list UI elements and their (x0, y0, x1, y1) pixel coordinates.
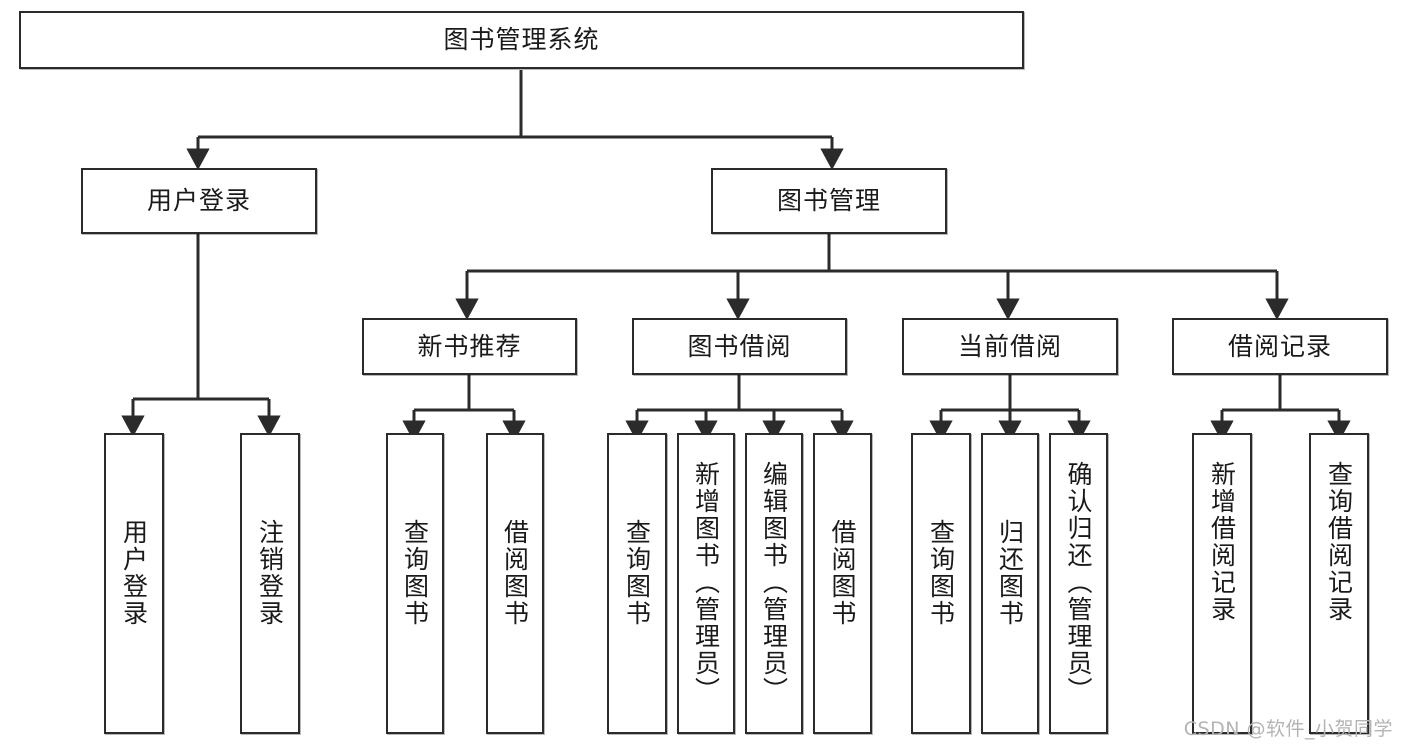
node-label: 借阅图书 (500, 519, 530, 627)
node-label: 用户登录 (146, 186, 251, 216)
leaf-book-borrow-add-book-admin[interactable]: 新增图书（管理员） (677, 433, 735, 734)
watermark-text: CSDN @软件_小贺同学 (1183, 718, 1393, 740)
leaf-book-borrow-edit-book-admin[interactable]: 编辑图书（管理员） (745, 433, 803, 734)
node-label: 查询图书 (622, 519, 652, 627)
node-root-book-management-system[interactable]: 图书管理系统 (19, 11, 1024, 69)
node-label: 新增借阅记录 (1207, 461, 1237, 623)
node-label: 当前借阅 (957, 331, 1062, 361)
leaf-new-book-borrow-book[interactable]: 借阅图书 (486, 433, 544, 734)
leaf-book-borrow-borrow-book[interactable]: 借阅图书 (813, 433, 872, 734)
node-current-borrow[interactable]: 当前借阅 (902, 318, 1118, 375)
node-label: 图书管理 (776, 186, 881, 216)
node-borrow-record[interactable]: 借阅记录 (1172, 318, 1388, 375)
node-label: 借阅图书 (828, 519, 857, 627)
leaf-borrow-record-add-record[interactable]: 新增借阅记录 (1192, 433, 1252, 734)
leaf-current-borrow-confirm-return-admin[interactable]: 确认归还（管理员） (1049, 433, 1108, 734)
node-user-login[interactable]: 用户登录 (81, 168, 317, 234)
node-label: 新增图书（管理员） (691, 461, 721, 704)
node-label: 注销登录 (255, 519, 285, 627)
node-label: 编辑图书（管理员） (759, 461, 789, 704)
node-book-borrow[interactable]: 图书借阅 (632, 318, 847, 375)
node-label: 查询借阅记录 (1324, 461, 1354, 623)
leaf-new-book-query-book[interactable]: 查询图书 (386, 433, 444, 734)
leaf-current-borrow-return-book[interactable]: 归还图书 (981, 433, 1039, 734)
node-label: 查询图书 (926, 519, 956, 627)
leaf-user-login-login[interactable]: 用户登录 (104, 433, 164, 734)
node-label: 新书推荐 (417, 331, 522, 361)
node-label: 确认归还（管理员） (1064, 461, 1093, 704)
leaf-user-login-logout[interactable]: 注销登录 (240, 433, 300, 734)
node-new-book-recommend[interactable]: 新书推荐 (362, 318, 577, 375)
node-label: 图书借阅 (687, 331, 792, 361)
node-label: 图书管理系统 (443, 25, 600, 55)
leaf-borrow-record-query-record[interactable]: 查询借阅记录 (1309, 433, 1369, 734)
leaf-current-borrow-query-book[interactable]: 查询图书 (911, 433, 971, 734)
node-book-management[interactable]: 图书管理 (711, 168, 947, 234)
node-label: 查询图书 (400, 519, 430, 627)
node-label: 用户登录 (119, 519, 149, 627)
leaf-book-borrow-query-book[interactable]: 查询图书 (607, 433, 667, 734)
node-label: 借阅记录 (1227, 331, 1332, 361)
node-label: 归还图书 (995, 519, 1025, 627)
